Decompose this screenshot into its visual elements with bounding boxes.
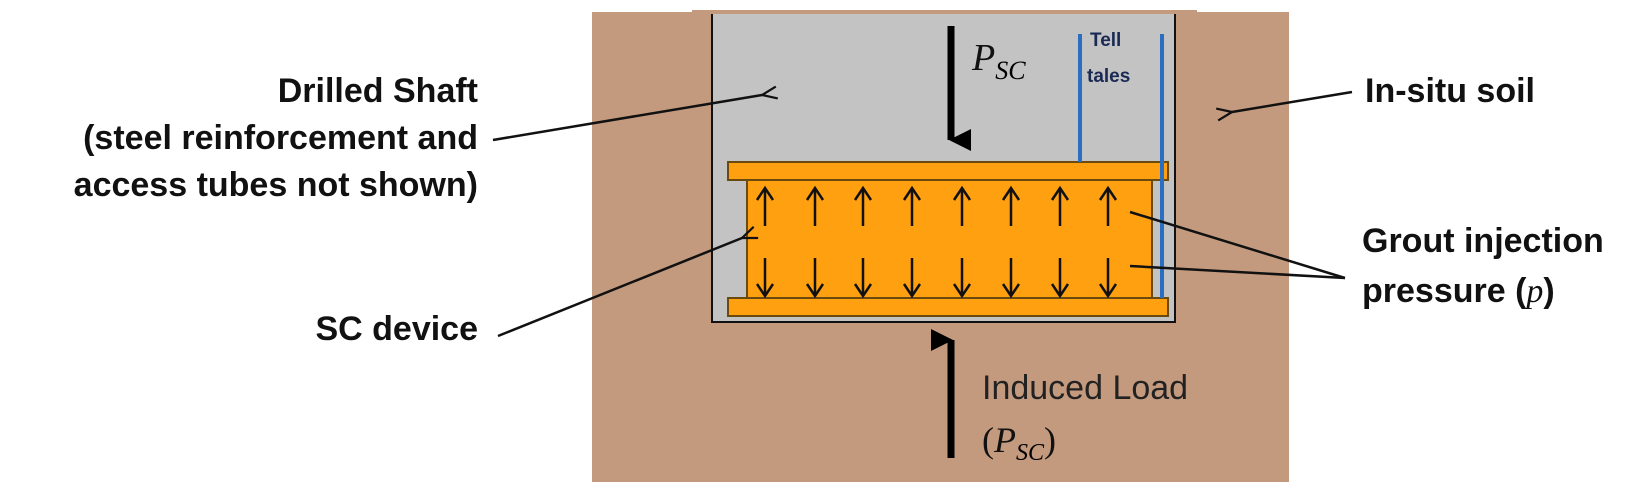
leader-arrow-icon [492, 95, 762, 142]
induced-load-symbol: (PSC) [982, 420, 1056, 466]
up-arrow-icon [952, 185, 972, 226]
up-arrow-icon [755, 185, 775, 226]
down-arrow-icon [805, 258, 825, 299]
down-arrow-icon [755, 258, 775, 299]
up-arrow-icon [1098, 185, 1118, 226]
up-arrow-icon [853, 185, 873, 226]
sc-device-top-plate [727, 161, 1169, 181]
sc-device-label: SC device [315, 310, 478, 348]
leader-arrow-icon [1232, 90, 1353, 112]
grout-leader-line [1129, 264, 1346, 280]
up-arrow-icon [805, 185, 825, 226]
top-load-label: PSC [971, 37, 1026, 85]
grout-pressure-label-1: Grout injection [1362, 222, 1604, 260]
down-arrow-icon [1098, 258, 1118, 299]
up-arrow-icon [1050, 185, 1070, 226]
up-arrow-icon [902, 185, 922, 226]
drilled-shaft-label-2: (steel reinforcement and [83, 119, 478, 157]
in-situ-soil-label: In-situ soil [1365, 72, 1535, 110]
sc-device-bottom-plate [727, 297, 1169, 317]
down-arrow-icon [1050, 258, 1070, 299]
up-arrow-icon [1001, 185, 1021, 226]
drilled-shaft-label-3: access tubes not shown) [74, 166, 478, 204]
drilled-shaft-label-1: Drilled Shaft [278, 72, 478, 110]
down-arrow-icon [902, 258, 922, 299]
down-arrow-icon [952, 258, 972, 299]
grout-pressure-label-2: pressure (p) [1362, 272, 1555, 310]
down-arrow-icon [1001, 258, 1021, 299]
pressure-arrows [755, 185, 1118, 299]
grout-leader-line [1129, 210, 1346, 280]
tell-tales-label-2: tales [1087, 66, 1130, 87]
tell-tales-label-1: Tell [1090, 30, 1121, 51]
induced-load-label: Induced Load [982, 369, 1188, 407]
leader-arrow-icon [497, 238, 742, 338]
down-arrow-icon [853, 258, 873, 299]
